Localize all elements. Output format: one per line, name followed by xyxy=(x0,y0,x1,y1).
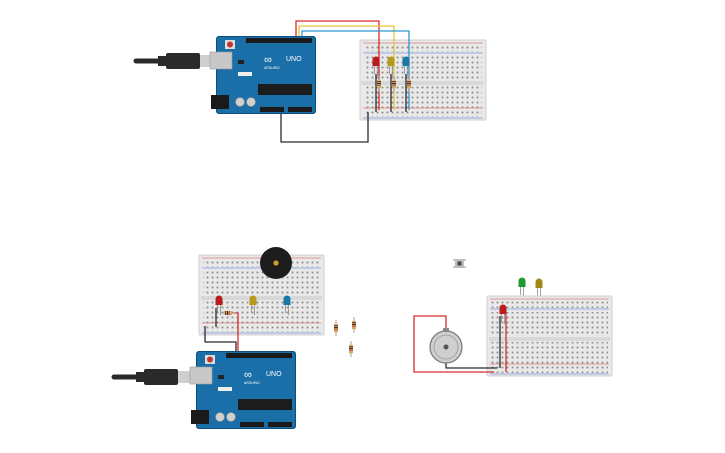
circuit-bottom-left: ∞ UNO ARDUINO xyxy=(114,247,357,430)
breadboard-bottom-left[interactable] xyxy=(198,254,325,336)
wire-black-bottom-left xyxy=(204,326,237,352)
board-brand-label: ARDUINO xyxy=(264,66,280,70)
arduino-uno-top[interactable]: ∞ UNO ARDUINO xyxy=(209,35,317,115)
wire-black-bottom-right xyxy=(445,362,497,369)
wire-red-bottom-right xyxy=(413,315,494,373)
piezo-buzzer[interactable] xyxy=(260,247,292,279)
wires-bottom-right[interactable] xyxy=(413,314,507,373)
board-name-label: UNO xyxy=(266,371,282,378)
arduino-logo-icon: ∞ xyxy=(264,54,272,66)
wire-black-top xyxy=(280,112,369,143)
led-green-loose[interactable] xyxy=(518,277,526,298)
circuit-top: ∞ UNO ARDUINO xyxy=(136,20,487,143)
arduino-logo-icon: ∞ xyxy=(244,369,252,381)
pushbutton[interactable] xyxy=(453,259,466,268)
breadboard-bottom-right[interactable] xyxy=(486,295,613,377)
wire-cyan-top xyxy=(301,30,410,110)
board-brand-label: ARDUINO xyxy=(244,381,260,385)
circuit-bottom-right xyxy=(413,259,613,377)
led-amber-loose[interactable] xyxy=(535,278,543,299)
dc-motor[interactable] xyxy=(429,328,463,364)
resistor-loose-1[interactable] xyxy=(333,319,339,337)
resistor-loose-2[interactable] xyxy=(351,316,357,334)
wire-yellow-top xyxy=(298,25,395,110)
board-name-label: UNO xyxy=(286,56,302,63)
arduino-uno-bottom[interactable]: ∞ UNO ARDUINO xyxy=(189,350,297,430)
resistor-loose-3[interactable] xyxy=(348,340,354,358)
